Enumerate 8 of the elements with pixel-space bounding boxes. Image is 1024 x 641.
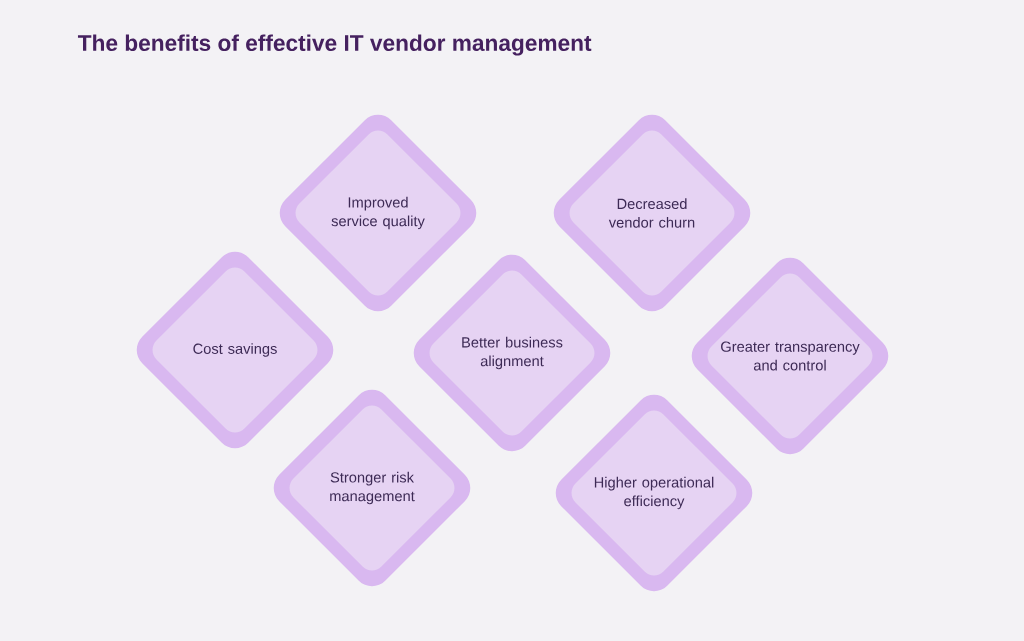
diamond-box: Improved service quality [279, 114, 477, 312]
diamond-box: Higher operational efficiency [555, 394, 753, 592]
diamond-box: Greater transparency and control [691, 257, 889, 455]
diamond-box: Cost savings [136, 251, 334, 449]
diamond-box: Decreased vendor churn [553, 114, 751, 312]
diamond-box: Better business alignment [413, 254, 611, 452]
title: The benefits of effective IT vendor management [77, 34, 592, 56]
diamond-box: Stronger risk management [273, 389, 471, 587]
